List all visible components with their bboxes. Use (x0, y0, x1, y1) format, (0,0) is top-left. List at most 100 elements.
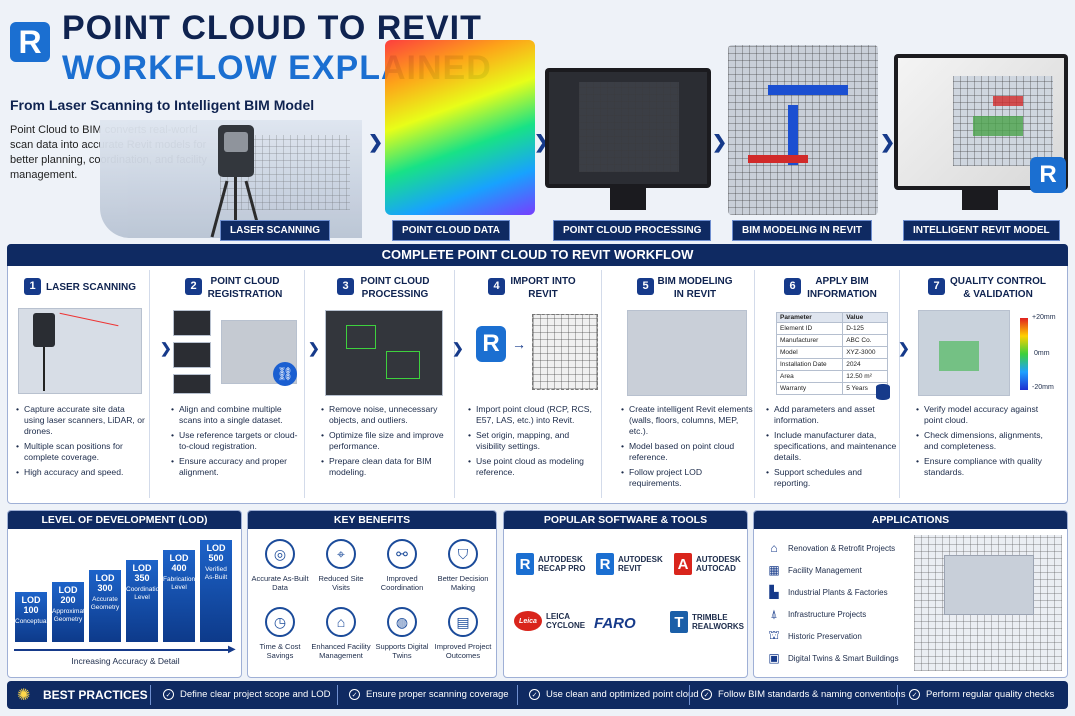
shield-icon: ⛉ (448, 539, 478, 569)
workflow-title: COMPLETE POINT CLOUD TO REVIT WORKFLOW (7, 244, 1068, 266)
benefit-item: ▤Improved Project Outcomes (433, 607, 493, 660)
step-number: 1 (24, 278, 41, 295)
application-item: ▣Digital Twins & Smart Buildings (766, 647, 898, 669)
step-bullet: Optimize file size and improve performan… (321, 430, 453, 452)
globe-icon: ◍ (387, 607, 417, 637)
chevron-right-icon: ❯ (160, 340, 172, 356)
lod-title: LEVEL OF DEVELOPMENT (LOD) (8, 511, 241, 529)
step-number: 6 (784, 278, 801, 295)
chevron-right-icon: ❯ (368, 132, 384, 152)
check-icon: ✓ (529, 689, 540, 700)
step-bullet: High accuracy and speed. (16, 467, 146, 478)
scanner-scene-image (18, 308, 142, 394)
step-bullet: Use point cloud as modeling reference. (468, 456, 600, 478)
revit-model-monitor (894, 54, 1068, 190)
revit-logo-icon: R (596, 553, 614, 575)
step-bullet: Import point cloud (RCP, RCS, E57, LAS, … (468, 404, 600, 426)
factory-icon: ▙ (769, 585, 779, 599)
hero-tag-intelligent-revit-model: INTELLIGENT REVIT MODEL (903, 220, 1060, 241)
hero-tag-point-cloud-data: POINT CLOUD DATA (392, 220, 510, 241)
best-practices-title: BEST PRACTICES (43, 688, 148, 702)
leica-logo-icon: Leica (514, 611, 542, 631)
revit-badge-icon: R (1030, 157, 1066, 193)
network-icon: ⚯ (387, 539, 417, 569)
application-item: ⌂Renovation & Retrofit Projects (766, 537, 899, 559)
house-icon: ⌂ (770, 541, 778, 555)
step-bullet: Remove noise, unnecessary objects, and o… (321, 404, 453, 426)
chevron-right-icon: ❯ (308, 340, 320, 356)
benefit-item: ◍Supports Digital Twins (372, 607, 432, 660)
faro-logo: FARO (594, 615, 636, 632)
trimble-logo-icon: T (670, 611, 688, 633)
autocad-logo-icon: A (674, 553, 692, 575)
recap-logo-icon: R (516, 553, 534, 575)
benefit-item: ⚯Improved Coordination (372, 539, 432, 592)
scale-label-mid: 0mm (1034, 350, 1050, 357)
step-bullet: Capture accurate site data using laser s… (16, 404, 146, 437)
best-practice-item: ✓Use clean and optimized point cloud (529, 689, 699, 700)
application-item: ▦Facility Management (766, 559, 899, 581)
revit-logo-icon: R (10, 22, 50, 62)
application-item: ⛫Historic Preservation (766, 625, 899, 647)
step-number: 2 (185, 278, 202, 295)
applications-panel: APPLICATIONS ⌂Renovation & Retrofit Proj… (753, 510, 1068, 678)
step-bullet: Support schedules and reporting. (766, 467, 898, 489)
workflow-step-3: 3 POINT CLOUD PROCESSING Remove noise, u… (315, 270, 455, 498)
revit-icon: R (476, 326, 506, 362)
step-bullet: Set origin, mapping, and visibility sett… (468, 430, 600, 452)
step-bullet: Prepare clean data for BIM modeling. (321, 456, 453, 478)
check-icon: ✓ (701, 689, 712, 700)
step-bullet: Align and combine multiple scans into a … (171, 404, 303, 426)
point-cloud-image (385, 40, 535, 215)
hero-tag-bim-modeling: BIM MODELING IN REVIT (732, 220, 872, 241)
database-icon (876, 384, 890, 400)
workflow-step-7: 7 QUALITY CONTROL & VALIDATION +20mm 0mm… (910, 270, 1065, 498)
check-icon: ✓ (163, 689, 174, 700)
location-pin-icon: ⌖ (326, 539, 356, 569)
best-practice-item: ✓Define clear project scope and LOD (163, 689, 331, 700)
lightbulb-icon: ✺ (17, 687, 31, 704)
step-bullet: Follow project LOD requirements. (621, 467, 753, 489)
chevron-right-icon: ❯ (880, 132, 896, 152)
step-bullet: Verify model accuracy against point clou… (916, 404, 1056, 426)
step-number: 5 (637, 278, 654, 295)
building-icon: ▦ (768, 563, 780, 577)
step-title: POINT CLOUD PROCESSING (360, 276, 430, 300)
deviation-scale (1020, 318, 1028, 390)
workflow-step-1: 1 LASER SCANNING Capture accurate site d… (10, 270, 150, 498)
workflow-step-4: 4 IMPORT INTO REVIT R → Import point clo… (462, 270, 602, 498)
processing-monitor (545, 68, 711, 188)
step-bullet: Ensure compliance with quality standards… (916, 456, 1056, 478)
check-icon: ✓ (349, 689, 360, 700)
step-title: APPLY BIM INFORMATION (807, 276, 877, 300)
step-bullet: Create intelligent Revit elements (walls… (621, 404, 753, 437)
benefit-item: ◎Accurate As-Built Data (250, 539, 310, 592)
benefits-title: KEY BENEFITS (248, 511, 496, 529)
benefit-item: ⌂Enhanced Facility Management (311, 607, 371, 660)
laser-scanning-image (100, 120, 362, 238)
workflow-step-2: 2 POINT CLOUD REGISTRATION ⛓ Align and c… (165, 270, 305, 498)
best-practice-item: ✓Follow BIM standards & naming conventio… (701, 689, 905, 700)
step-number: 3 (337, 278, 354, 295)
qc-model-image (918, 310, 1010, 396)
bim-modeling-image (627, 310, 747, 396)
scale-label-top: +20mm (1032, 314, 1056, 321)
arrow-right-icon: → (512, 336, 526, 352)
import-cube-image (532, 314, 598, 390)
step-title: BIM MODELING IN REVIT (657, 276, 733, 300)
application-item: ▙Industrial Plants & Factories (766, 581, 899, 603)
subtitle: From Laser Scanning to Intelligent BIM M… (10, 97, 315, 113)
step-bullet: Multiple scan positions for complete cov… (16, 441, 146, 463)
benefit-item: ⛉Better Decision Making (433, 539, 493, 592)
step-bullet: Add parameters and asset information. (766, 404, 898, 426)
arrow-right-icon (14, 649, 232, 651)
